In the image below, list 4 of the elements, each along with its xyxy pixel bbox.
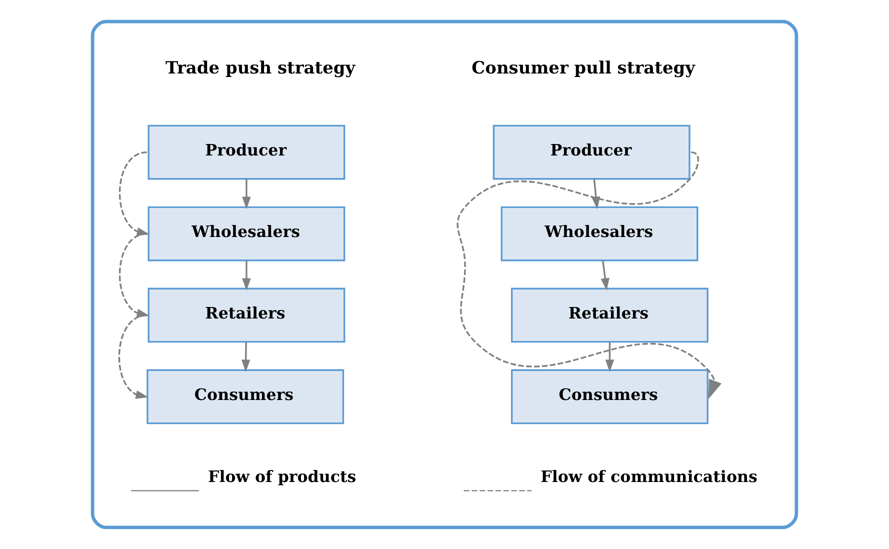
label: Consumer pull strategy — [472, 58, 695, 79]
legend-label: Flow of products — [208, 466, 356, 486]
label: Trade push strategy — [166, 58, 356, 79]
legend-label: Flow of communications — [540, 466, 758, 486]
